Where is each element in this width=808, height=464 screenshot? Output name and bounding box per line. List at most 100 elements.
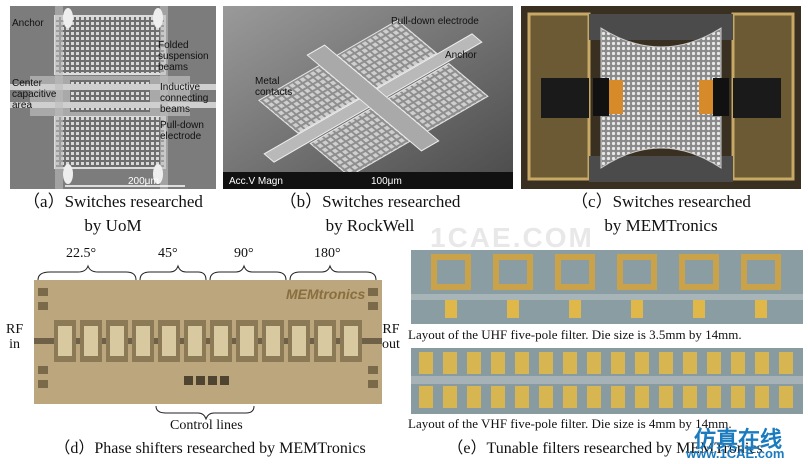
label-anchor-b: Anchor xyxy=(445,50,477,61)
rf-out-label: RF out xyxy=(382,322,400,352)
label-metal-contacts: Metal contacts xyxy=(255,76,293,98)
vhf-element xyxy=(611,352,625,374)
phase-cell-core xyxy=(240,326,254,356)
angle-45: 45° xyxy=(158,246,178,261)
vhf-element xyxy=(467,352,481,374)
vhf-element xyxy=(683,352,697,374)
rf-in-label: RF in xyxy=(6,322,24,352)
caption-a-line1: （a）Switches researched xyxy=(23,192,203,211)
phase-cell-core xyxy=(136,326,150,356)
vhf-element xyxy=(755,386,769,408)
memtronics-logo: MEMtronics xyxy=(286,286,366,302)
caption-d: （d）Phase shifters researched by MEMTroni… xyxy=(54,440,366,457)
vhf-element xyxy=(779,352,793,374)
label-folded-beams: Folded suspension beams xyxy=(158,40,209,73)
vhf-element xyxy=(731,352,745,374)
vhf-element xyxy=(755,352,769,374)
caption-e: （e）Tunable filters researched by MEMTron… xyxy=(447,440,763,457)
rockwell-switch-micrograph xyxy=(223,6,513,189)
vhf-element xyxy=(443,386,457,408)
uhf-filter-layout xyxy=(411,250,803,324)
vhf-element xyxy=(707,386,721,408)
label-pulldown-b: Pull-down electrode xyxy=(391,16,479,27)
phase-shifter-layout xyxy=(34,280,382,404)
control-brace xyxy=(155,405,255,420)
phase-cell-core xyxy=(266,326,280,356)
panel-a-image: Anchor Folded suspension beams Center ca… xyxy=(10,6,216,189)
uhf-pad xyxy=(755,300,767,318)
phase-cell-core xyxy=(58,326,72,356)
vhf-element xyxy=(515,352,529,374)
uhf-filter-die xyxy=(411,250,803,324)
caption-b-line2: by RockWell xyxy=(325,216,415,235)
label-scale-b: 100μm xyxy=(371,176,402,187)
watermark-corner-cn: 仿真在线 xyxy=(694,428,783,453)
watermark-corner-url: www.1CAE.com xyxy=(686,446,785,461)
vhf-element xyxy=(419,386,433,408)
vhf-element xyxy=(707,352,721,374)
vhf-element xyxy=(563,352,577,374)
uhf-resonator-gap xyxy=(561,260,589,284)
phase-cell-core xyxy=(188,326,202,356)
vhf-element xyxy=(563,386,577,408)
uhf-resonator-gap xyxy=(747,260,775,284)
watermark-center: 1CAE.COM xyxy=(430,222,594,253)
vhf-element xyxy=(611,386,625,408)
phase-cell-core xyxy=(162,326,176,356)
angle-22-5: 22.5° xyxy=(66,246,97,261)
vhf-filter-die xyxy=(411,348,803,414)
control-lines-label: Control lines xyxy=(170,418,243,433)
label-anchor-a: Anchor xyxy=(12,18,44,29)
label-pulldown-a: Pull-down electrode xyxy=(160,120,204,142)
vhf-element xyxy=(659,386,673,408)
phase-cell-core xyxy=(214,326,228,356)
caption-b-line1: （b）Switches researched xyxy=(279,192,461,211)
vhf-element xyxy=(515,386,529,408)
memtronics-switch-micrograph xyxy=(521,6,801,189)
vhf-element xyxy=(635,352,649,374)
uhf-pad xyxy=(445,300,457,318)
label-center-area: Center capacitive area xyxy=(12,78,57,111)
caption-c-line1: （c）Switches researched xyxy=(571,192,751,211)
uhf-pad xyxy=(693,300,705,318)
uhf-pad xyxy=(569,300,581,318)
uhf-resonator-gap xyxy=(685,260,713,284)
uhf-resonator-gap xyxy=(437,260,465,284)
vhf-element xyxy=(731,386,745,408)
panel-b-image: Pull-down electrode Anchor Metal contact… xyxy=(223,6,513,189)
vhf-element xyxy=(683,386,697,408)
vhf-element xyxy=(443,352,457,374)
uhf-pad xyxy=(631,300,643,318)
uhf-pad xyxy=(507,300,519,318)
vhf-element xyxy=(539,352,553,374)
vhf-caption: Layout of the VHF five-pole filter. Die … xyxy=(408,416,732,431)
vhf-element xyxy=(491,386,505,408)
phase-cell-core xyxy=(292,326,306,356)
uhf-caption: Layout of the UHF five-pole filter. Die … xyxy=(408,327,742,342)
label-accv: Acc.V Magn xyxy=(229,176,283,187)
label-scale-a: 200μm xyxy=(128,176,159,187)
vhf-element xyxy=(539,386,553,408)
angle-180: 180° xyxy=(314,246,341,261)
vhf-element xyxy=(419,352,433,374)
angle-90: 90° xyxy=(234,246,254,261)
uhf-resonator-gap xyxy=(499,260,527,284)
panel-c-image xyxy=(521,6,801,189)
uom-switch-micrograph xyxy=(10,6,216,189)
phase-cell-core xyxy=(318,326,332,356)
vhf-element xyxy=(587,352,601,374)
phase-shifter-die: MEMtronics xyxy=(34,280,382,404)
vhf-element xyxy=(491,352,505,374)
caption-a-line2: by UoM xyxy=(84,216,142,235)
phase-cell-core xyxy=(344,326,358,356)
vhf-element xyxy=(587,386,601,408)
label-inductive-beams: Inductive connecting beams xyxy=(160,82,209,115)
caption-c-line2: by MEMTronics xyxy=(604,216,718,235)
vhf-element xyxy=(659,352,673,374)
vhf-element xyxy=(467,386,481,408)
vhf-filter-layout xyxy=(411,348,803,414)
vhf-element xyxy=(635,386,649,408)
uhf-resonator-gap xyxy=(623,260,651,284)
phase-cell-core xyxy=(110,326,124,356)
vhf-element xyxy=(779,386,793,408)
